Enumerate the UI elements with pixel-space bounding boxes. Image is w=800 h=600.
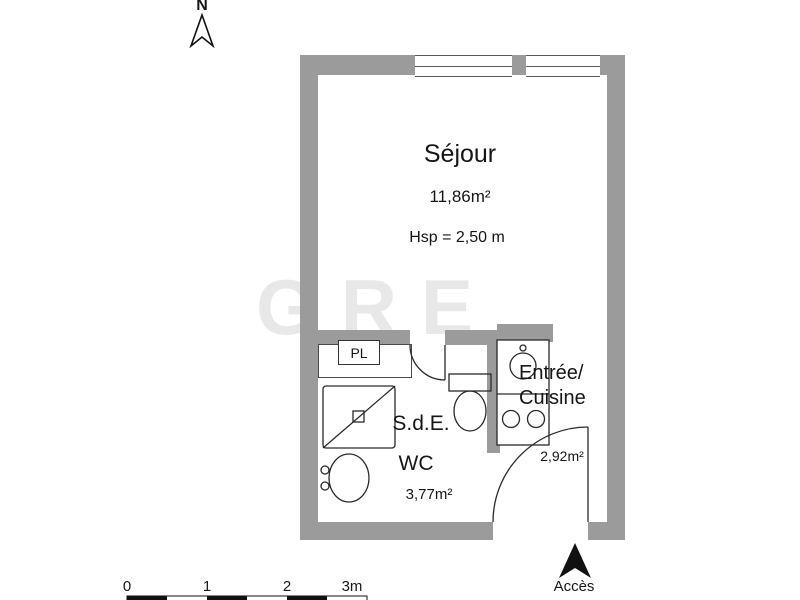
wall-kitchen-duct xyxy=(497,324,553,342)
room-sde-name: S.d.E. xyxy=(392,412,450,435)
scale-tick-3: 3m xyxy=(341,578,363,595)
room-sejour-area: 11,86m² xyxy=(429,187,491,206)
toilet-fixture xyxy=(448,373,492,432)
north-arrow-icon xyxy=(189,12,215,49)
scale-tick-2: 2 xyxy=(282,578,292,595)
access-arrow-icon xyxy=(559,543,591,578)
entrance-door-swing xyxy=(492,426,589,523)
wall-partition-vertical xyxy=(487,345,500,453)
wall-right xyxy=(607,55,625,540)
closet-pl-label: PL xyxy=(350,344,368,361)
window xyxy=(415,55,512,77)
room-wc-name: WC xyxy=(398,452,434,475)
room-sejour-ceiling-height: Hsp = 2,50 m xyxy=(409,229,505,246)
shower-fixture xyxy=(322,385,396,449)
wall-top-pier xyxy=(512,55,526,75)
washbasin-fixture xyxy=(320,453,370,503)
wall-partition-mid xyxy=(445,330,500,345)
room-entree-name-line1: Entrée/ xyxy=(519,362,584,384)
room-sde-area: 3,77m² xyxy=(405,486,453,503)
wall-top-left xyxy=(300,55,415,75)
scale-bar xyxy=(126,595,368,600)
window xyxy=(526,55,600,77)
wall-bottom-left xyxy=(300,522,493,540)
room-sejour-name: Séjour xyxy=(423,140,497,168)
scale-tick-0: 0 xyxy=(122,578,132,595)
closet-pl: PL xyxy=(338,340,380,365)
north-label: N xyxy=(196,0,208,14)
wall-bottom-right xyxy=(588,522,625,540)
room-entree-area: 2,92m² xyxy=(540,448,584,464)
wall-left xyxy=(300,55,318,540)
scale-tick-1: 1 xyxy=(202,578,212,595)
access-label: Accès xyxy=(553,578,595,595)
room-entree-name-line2: Cuisine xyxy=(519,387,586,409)
